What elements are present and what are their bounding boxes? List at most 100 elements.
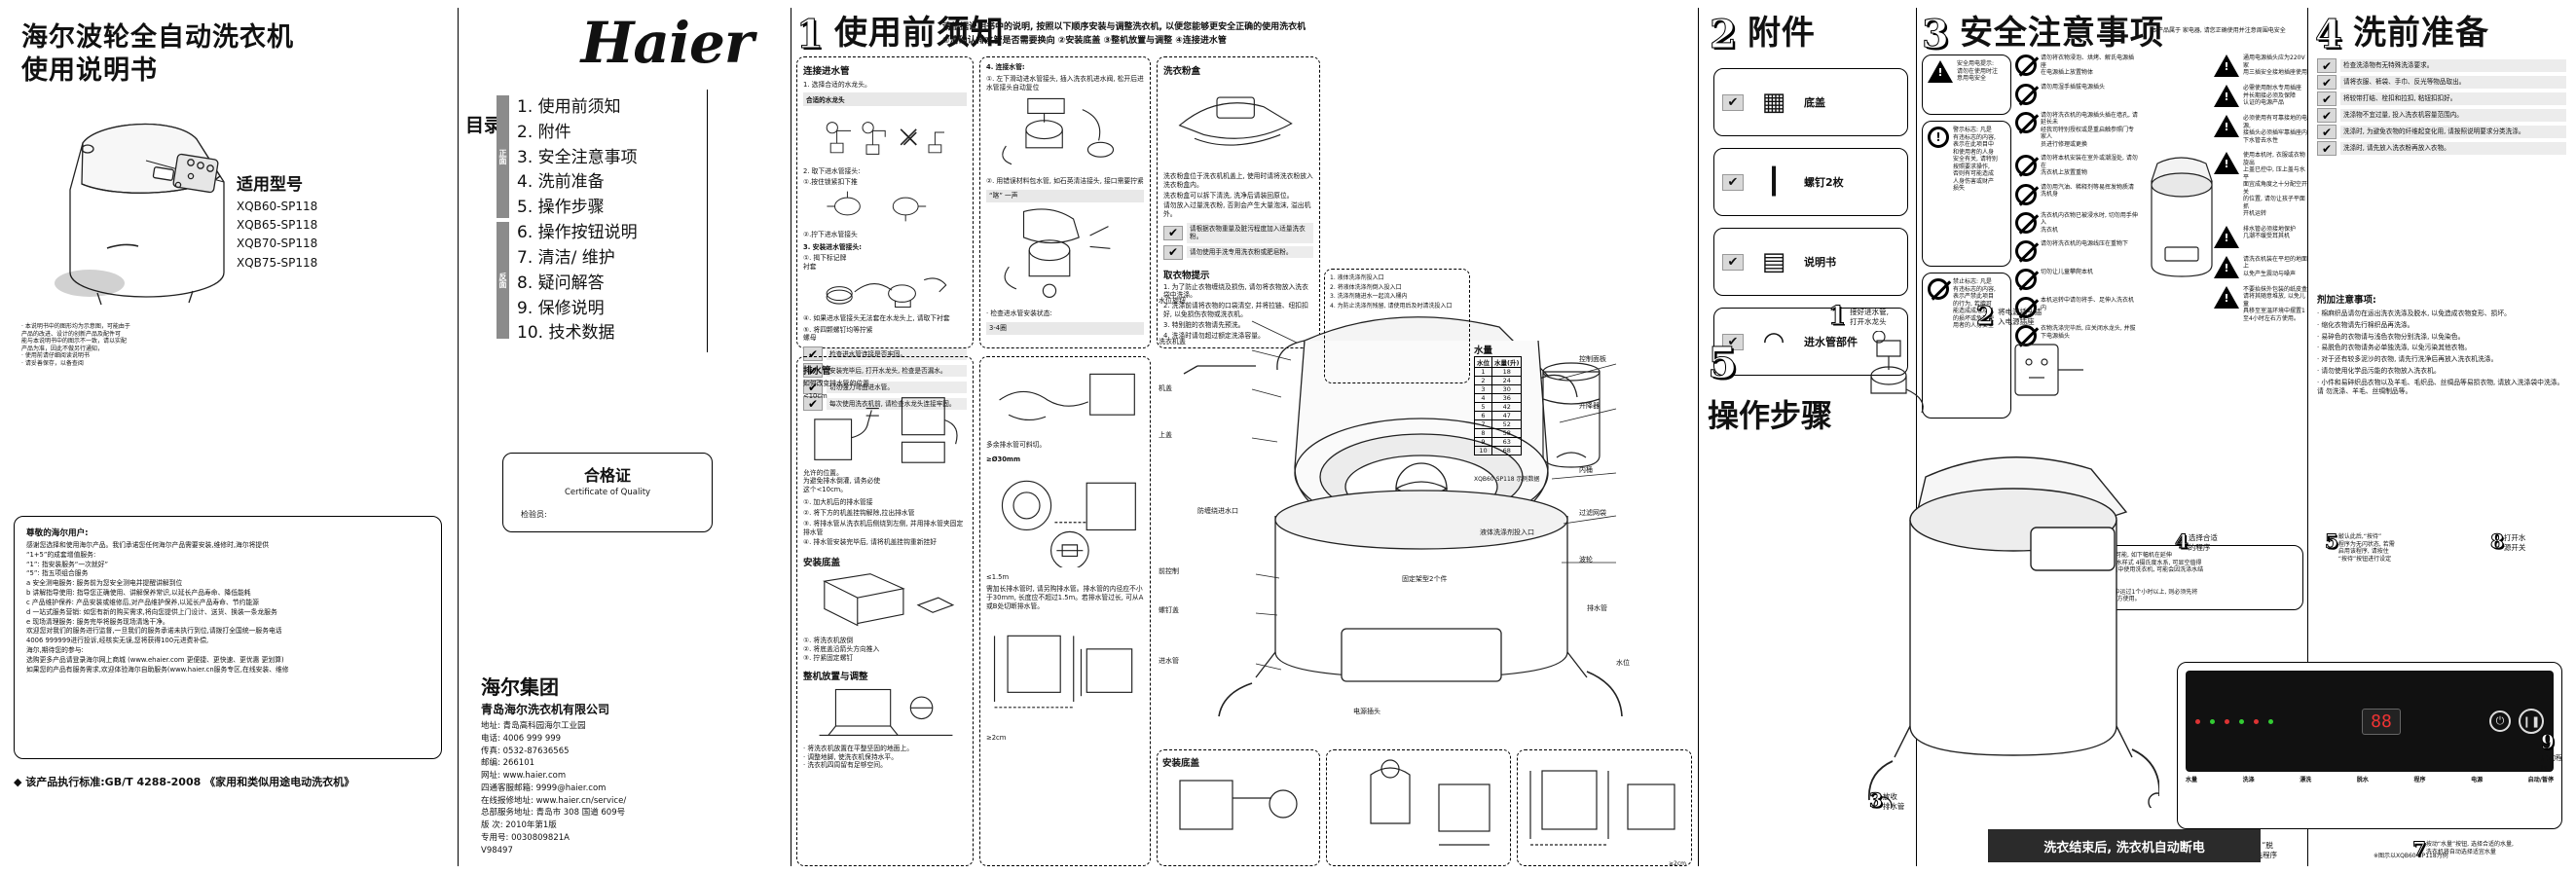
- service-line: “5”: 指五项组合服务: [26, 569, 89, 578]
- start-pause-button[interactable]: ❙❚: [2519, 709, 2544, 734]
- prewash-note: · 请勿使用化学品污能的衣物放入洗衣机。: [2317, 367, 2441, 376]
- section-2-header: 2 附件: [1710, 6, 1816, 55]
- panel-label: 漂洗: [2300, 777, 2312, 783]
- section-4-number: 4: [2315, 12, 2343, 57]
- inlet-hose-panel: 连接进水管 1. 选择合适的水龙头。 合适的水龙头 2. 取下进水管接头: ①.…: [796, 56, 974, 412]
- disclaimer-line: · 请妥善保存，以备查阅: [21, 359, 84, 367]
- step-2-text: 将电源插头插 入电源插座: [1998, 308, 2042, 326]
- water-table-cell: 24: [1490, 376, 1523, 385]
- toc-item[interactable]: 5. 操作步骤: [517, 198, 605, 218]
- safety-warning-text: 必需使用耐水专用插座 并长期接必须及保障 认证的电源产品: [2243, 85, 2302, 106]
- warning-triangle-icon: [2214, 225, 2239, 248]
- safety-warning-text: 排水管必须接地保护 几潮不缓受耳其机: [2243, 225, 2297, 240]
- section-5: 5 操作步骤 1 接好进水管, 打开水龙头 2 将电源插头插 入电源插座: [1702, 292, 2576, 874]
- certificate-box: 合格证 Certificate of Quality 检验员:: [502, 453, 713, 532]
- toc-item[interactable]: 1. 使用前须知: [517, 97, 621, 117]
- section-3: 3 安全注意事项 本产品属于 家电器, 请您正确使用并注意周围电安全 安全用电提…: [1918, 0, 2307, 874]
- certificate-inspector: 检验员:: [521, 510, 547, 519]
- step-4: 4 选择合适 的程序: [2175, 529, 2301, 554]
- drain-extension-panel: 多余排水管可斜切。 ≥Ø30mm ≤1.5m 需加长排水管时, 请另购排水管。排…: [979, 356, 1151, 866]
- toc-item[interactable]: 10. 技术数据: [517, 323, 615, 344]
- base-cover-step: ②. 将底盖沿箭头方向推入: [803, 645, 880, 654]
- panel-buttons: ⏻ ❙❚: [2489, 709, 2544, 734]
- accessory-label: 进水管部件: [1804, 336, 1858, 348]
- cover-title: 海尔波轮全自动洗衣机 使用说明书: [21, 21, 440, 88]
- prewash-checks: ✔检查洗涤物有无特殊洗涤要求。✔请将衣服、裤袋、手巾、反光等物品取出。✔将较带打…: [2317, 56, 2566, 158]
- diagram-label: 前控制: [1159, 567, 1179, 575]
- safety-warning-item: 请洗衣机装在平坦的地面上 以免产生震动与噪声: [2214, 255, 2307, 278]
- service-line: “1+5”的成套增值服务:: [26, 550, 96, 559]
- drain-diameter-illustration: [1001, 480, 1136, 570]
- detergent-cautions: ✔请根据衣物重量及脏污程度加入适量洗衣粉。✔请勿使用手洗专用洗衣粉或肥皂粉。: [1163, 223, 1313, 260]
- cover-column: 海尔波轮全自动洗衣机 使用说明书: [0, 0, 458, 874]
- prohibition-icon: [2015, 297, 2037, 318]
- toc-item[interactable]: 9. 保修说明: [517, 298, 605, 318]
- brand-logo: Haier: [580, 10, 754, 76]
- suitable-tap-label: 合适的水龙头: [803, 91, 967, 106]
- company-block: 海尔集团 青岛海尔洗衣机有限公司 地址: 青岛高科园海尔工业园电话: 4006 …: [481, 672, 773, 856]
- section-1: 1 使用前须知 请根据说明书中的说明, 按照以下顺序安装与调整洗衣机, 以便您能…: [792, 0, 1698, 874]
- water-table-cell: 3: [1474, 384, 1492, 394]
- check-label: 将较带打结、栓扣和拉扣, 粘钮扣扣好。: [2340, 92, 2566, 105]
- power-button[interactable]: ⏻: [2489, 710, 2511, 732]
- leveling-illustration: [819, 688, 953, 736]
- toc-item[interactable]: 6. 操作按钮说明: [517, 223, 638, 243]
- toc-item[interactable]: 2. 附件: [517, 122, 571, 142]
- check-icon: ✔: [1163, 225, 1183, 240]
- toc-item[interactable]: 3. 安全注意事项: [517, 147, 638, 167]
- water-table-cell: 36: [1490, 393, 1523, 403]
- safety-prohibition-item: 切勿让儿童攀爬本机: [2015, 269, 2138, 290]
- drain-height-illustration: [814, 407, 879, 460]
- section-4-header: 4 洗前准备: [2315, 6, 2489, 55]
- divider-5: [2307, 8, 2308, 866]
- company-row: V98497: [481, 845, 513, 856]
- panel-label: 水量: [2186, 777, 2198, 783]
- disclaimer-line: 产品的改进、设计的创新产品及配件可: [21, 330, 122, 338]
- toc-item[interactable]: 8. 疑问解答: [517, 273, 605, 293]
- section-4: 4 洗前准备 ✔检查洗涤物有无特殊洗涤要求。✔请将衣服、裤袋、手巾、反光等物品取…: [2309, 0, 2576, 874]
- service-paragraphs: 感谢您选择和使用海尔产品。我们承诺您任何海尔产品需要安装,维修时,海尔将提供“1…: [26, 541, 429, 674]
- misc-illustration-b: [1370, 759, 1490, 846]
- detergent-notes: 洗衣粉盒位于洗衣机机盖上, 使用时请将洗衣粉放入洗衣粉盒内。洗衣粉盒可以拆下清洗…: [1163, 172, 1313, 219]
- prewash-check-item: ✔请将衣服、裤袋、手巾、反光等物品取出。: [2317, 75, 2566, 90]
- disclaimer-line: 产品为准，因此不做另行通知，: [21, 345, 104, 352]
- section-5-number: 5: [1708, 339, 1739, 388]
- check-icon: ✔: [2317, 58, 2337, 73]
- water-table-cell: 42: [1490, 402, 1523, 412]
- check-icon: ✔: [2317, 141, 2337, 156]
- detergent-note: 洗衣粉盒可以拆下清洗, 洗净后请装回原位。: [1163, 191, 1294, 200]
- step-9: 9 启动程 序: [2541, 730, 2574, 773]
- inlet-check-item: ✔安装完毕后, 打开水龙头, 检查是否漏水。: [803, 363, 967, 379]
- step-2-illustration: [2014, 344, 2083, 396]
- step-8: 8 打开水 源开关: [2490, 529, 2568, 554]
- diagram-label: 机盖: [1159, 384, 1172, 392]
- water-table-title: 水量: [1474, 346, 1493, 356]
- model-number: XQB65-SP118: [237, 218, 318, 233]
- laundry-tip: 2. 洗涤前请将衣物的口袋清空, 并将拉链、纽扣扣好, 以免损伤衣物或洗衣机。: [1163, 302, 1308, 319]
- prewash-notes: 剂加注意事项: · 棉麻织品请勿在运出洗衣洗涤及脱水, 以免造成衣物变形、损坏。…: [2317, 292, 2566, 399]
- step-5-number: 5: [2325, 529, 2339, 554]
- step-3-number: 3: [1869, 788, 1884, 813]
- safety-prohibition-item: 本机运转中请勿将手、足伸入洗衣机内: [2015, 297, 2138, 318]
- toc-item[interactable]: 4. 洗前准备: [517, 172, 605, 193]
- water-table-cell: 4: [1474, 393, 1492, 403]
- service-line: 如果您的产品有服务需求,欢迎体验海尔自助服务(www.haier.cn服务专区,…: [26, 665, 289, 674]
- water-table-cell: 5: [1474, 402, 1492, 412]
- drain-route-illustration: [901, 396, 958, 463]
- step-4-text: 选择合适 的程序: [2188, 533, 2218, 552]
- service-line: a 安全测电服务: 服务前为您安全测电并提醒讲解到位: [26, 579, 183, 588]
- check-icon: ✔: [2317, 125, 2337, 139]
- diagram-label: 水位旋钮: [1159, 297, 1186, 305]
- safety-prohibition-text: 衣物洗涤完毕后, 应关闭水龙头, 并拔下电源插头: [2041, 325, 2136, 340]
- safety-prohibition-text: 请勿将洗衣机的电源插头插在墙孔, 请延长未 经我司特别授权或是重启触参照门专家人…: [2041, 111, 2138, 148]
- toc-items: 1. 使用前须知 2. 附件 3. 安全注意事项 4. 洗前准备 5. 操作步骤 6. 操…: [517, 95, 638, 346]
- toc-item[interactable]: 7. 清洁/ 维护: [517, 247, 615, 268]
- water-level-illustration: [1542, 362, 1601, 468]
- drain-step: ④. 排水管安装完毕后, 请将机盖挂钩重新挂好: [803, 538, 938, 547]
- base-cover-title: 安装底盖: [803, 558, 841, 569]
- section-1-title: 使用前须知: [833, 14, 1005, 53]
